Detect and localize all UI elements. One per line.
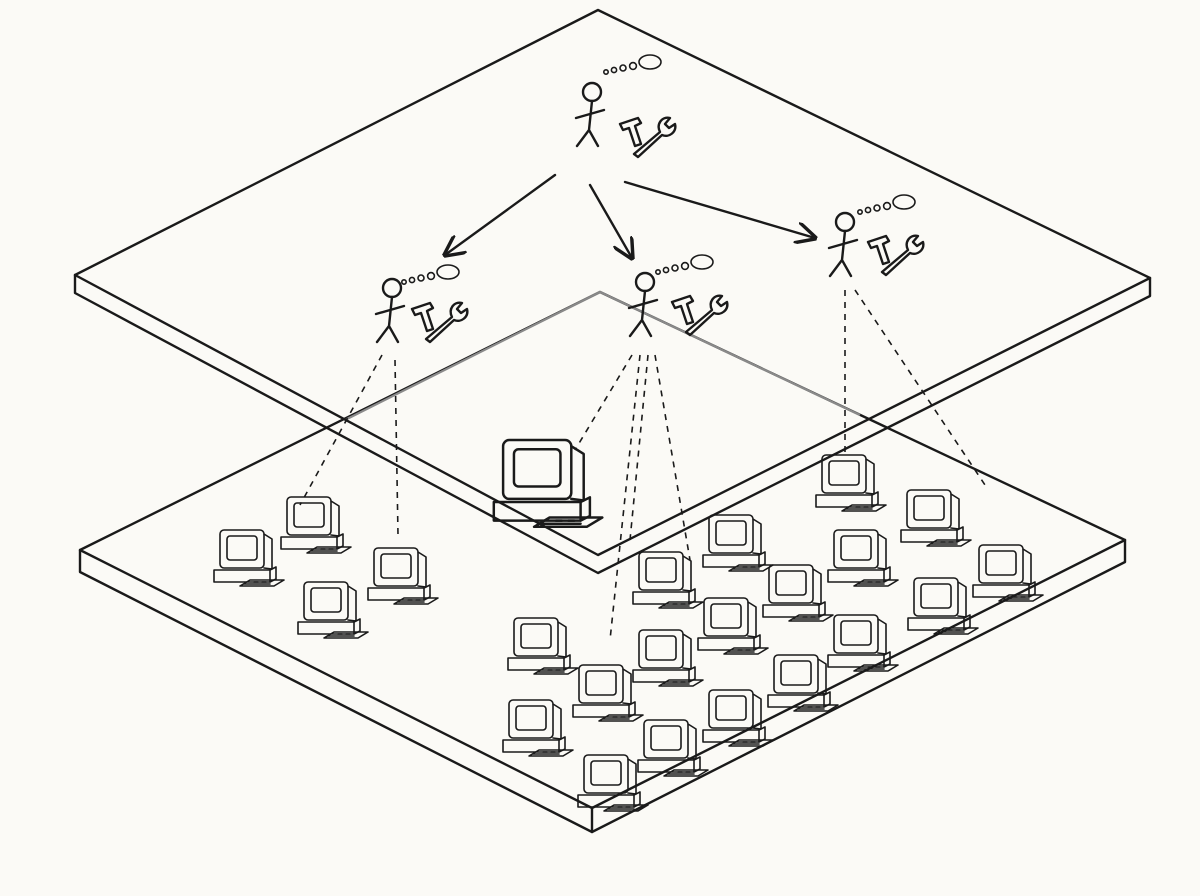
management-layer-plate — [73, 8, 1152, 575]
thought-bubble-icon — [602, 54, 662, 75]
computer-icon — [762, 564, 834, 622]
hidden-plate-edge — [344, 290, 861, 421]
computer-icon — [702, 689, 774, 747]
computer-icon — [367, 547, 439, 605]
arrow-icon — [588, 183, 632, 258]
computer-icon — [632, 629, 704, 687]
worker-figure — [827, 194, 925, 278]
computer-icon — [507, 617, 579, 675]
computer-icon — [900, 489, 972, 547]
worker-figure — [374, 264, 469, 344]
server-icon — [492, 438, 604, 529]
computer-icon — [297, 581, 369, 639]
computer-icon — [502, 699, 574, 757]
arrow-icon — [445, 173, 557, 255]
computer-icon — [815, 454, 887, 512]
computer-icon — [827, 614, 899, 672]
thought-bubble-icon — [400, 264, 460, 286]
worker-figure — [627, 254, 729, 338]
tools-icon — [618, 116, 677, 159]
computer-icon — [632, 551, 704, 609]
tools-icon — [410, 301, 469, 344]
stick-figure-icon — [827, 211, 859, 278]
stick-figure-icon — [574, 81, 606, 148]
computer-icon — [907, 577, 979, 635]
stick-figure-icon — [627, 271, 659, 338]
computer-icon — [213, 529, 285, 587]
computer-group — [213, 438, 1044, 812]
thought-bubble-icon — [856, 194, 916, 215]
computer-icon — [697, 597, 769, 655]
computer-icon — [702, 514, 774, 572]
thought-bubble-icon — [654, 254, 714, 276]
computer-icon — [972, 544, 1044, 602]
tools-icon — [866, 234, 925, 277]
computer-icon — [280, 496, 352, 554]
computer-icon — [827, 529, 899, 587]
computer-layer-plate — [78, 290, 1127, 834]
manager-figure — [574, 54, 677, 159]
stick-figure-icon — [374, 277, 406, 344]
arrow-icon — [623, 180, 815, 238]
delegation-arrows — [445, 173, 815, 258]
